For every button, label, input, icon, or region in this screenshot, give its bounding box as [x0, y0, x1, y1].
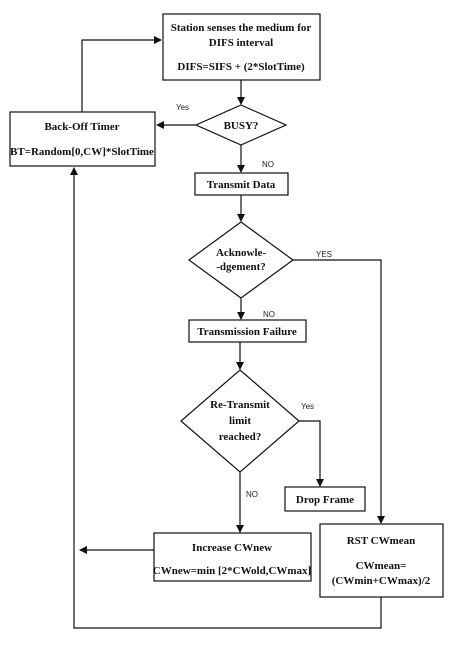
failure-label: Transmission Failure: [197, 326, 297, 338]
arrow-backoff-to-station: [81, 36, 162, 112]
ack-line2: -dgement?: [216, 261, 266, 273]
arrow-ack-to-rst: [293, 259, 385, 524]
rst-line3: (CWmin+CWmax)/2: [332, 575, 431, 587]
acknowledgement-decision: Acknowle- -dgement?: [187, 221, 295, 299]
retransmit-limit-decision: Re-Transmit limit reached?: [180, 369, 300, 473]
increase-line2: CWnew=min [2*CWold,CWmax]: [153, 565, 311, 577]
station-line1: Station senses the medium for: [171, 22, 312, 34]
drop-frame-box: Drop Frame: [284, 486, 366, 512]
busy-label: BUSY?: [224, 120, 259, 132]
retx-line1: Re-Transmit: [210, 399, 270, 411]
transmit-label: Transmit Data: [207, 179, 276, 191]
retx-line3: reached?: [219, 431, 262, 443]
drop-label: Drop Frame: [296, 494, 354, 506]
busy-decision: BUSY?: [194, 104, 288, 146]
station-line3: DIFS=SIFS + (2*SlotTime): [177, 61, 305, 73]
rst-cwmean-box: RST CWmean CWmean= (CWmin+CWmax)/2: [319, 523, 444, 598]
ack-line1: Acknowle-: [216, 247, 266, 259]
backoff-line1: Back-Off Timer: [44, 121, 119, 133]
station-senses-box: Station senses the medium for DIFS inter…: [162, 13, 321, 81]
arrow-loop-to-backoff: [70, 167, 382, 629]
retx-yes-label: Yes: [301, 402, 314, 411]
transmit-data-box: Transmit Data: [194, 172, 289, 196]
transmission-failure-box: Transmission Failure: [188, 319, 307, 343]
retx-line2: limit: [229, 415, 251, 427]
busy-yes-label: Yes: [176, 103, 189, 112]
increase-line1: Increase CWnew: [192, 542, 272, 554]
station-line2: DIFS interval: [209, 37, 273, 49]
retx-no-label: NO: [246, 490, 258, 499]
busy-no-label: NO: [262, 160, 274, 169]
ack-yes-label: YES: [316, 250, 332, 259]
arrow-retx-to-drop: [299, 420, 324, 487]
rst-line1: RST CWmean: [347, 535, 416, 547]
increase-cwnew-box: Increase CWnew CWnew=min [2*CWold,CWmax]: [153, 532, 312, 582]
rst-line2: CWmean=: [356, 560, 407, 572]
ack-no-label: NO: [263, 310, 275, 319]
backoff-line2: BT=Random[0,CW]*SlotTime: [10, 146, 154, 158]
backoff-timer-box: Back-Off Timer BT=Random[0,CW]*SlotTime: [9, 111, 156, 167]
